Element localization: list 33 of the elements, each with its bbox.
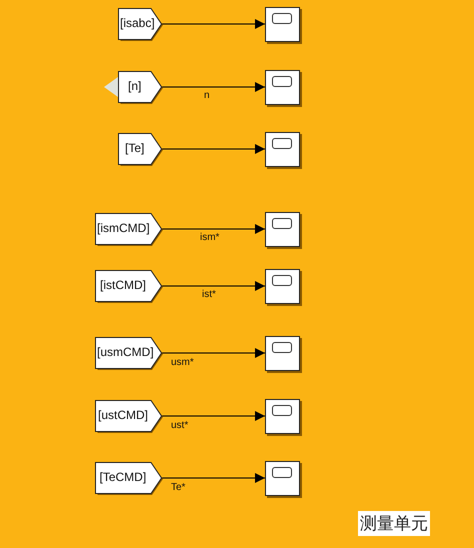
scope-block: [265, 336, 300, 371]
arrow: [162, 281, 266, 291]
from-block: [95, 337, 162, 369]
scope-block: [265, 399, 300, 434]
from-block: [95, 462, 162, 494]
from-block: [95, 400, 162, 432]
scope-block: [265, 269, 300, 304]
block-label: [istCMD]: [100, 278, 146, 292]
block-label: [usmCMD]: [97, 345, 154, 359]
arrow: [162, 144, 266, 154]
arrow: [162, 19, 266, 29]
arrow: [162, 82, 266, 92]
block-label: [n]: [128, 79, 142, 93]
scope-block: [265, 212, 300, 247]
block-label: [ustCMD]: [98, 408, 148, 422]
from-block: [118, 8, 162, 40]
scope-block: [265, 461, 300, 496]
block-label: [isabc]: [120, 16, 155, 30]
block-label: [TeCMD]: [100, 470, 146, 484]
arrow: [162, 348, 266, 358]
scope-block: [265, 70, 300, 105]
arrow: [162, 411, 266, 421]
subsystem-name: 测量单元: [358, 511, 430, 536]
from-block: [118, 71, 162, 103]
block-label: [ismCMD]: [97, 221, 150, 235]
arrow: [162, 224, 266, 234]
block-label: [Te]: [125, 141, 144, 155]
arrow: [162, 473, 266, 483]
from-block: [95, 213, 162, 245]
scope-block: [265, 132, 300, 167]
from-block: [95, 270, 162, 302]
from-block: [118, 133, 162, 165]
scope-block: [265, 7, 300, 42]
